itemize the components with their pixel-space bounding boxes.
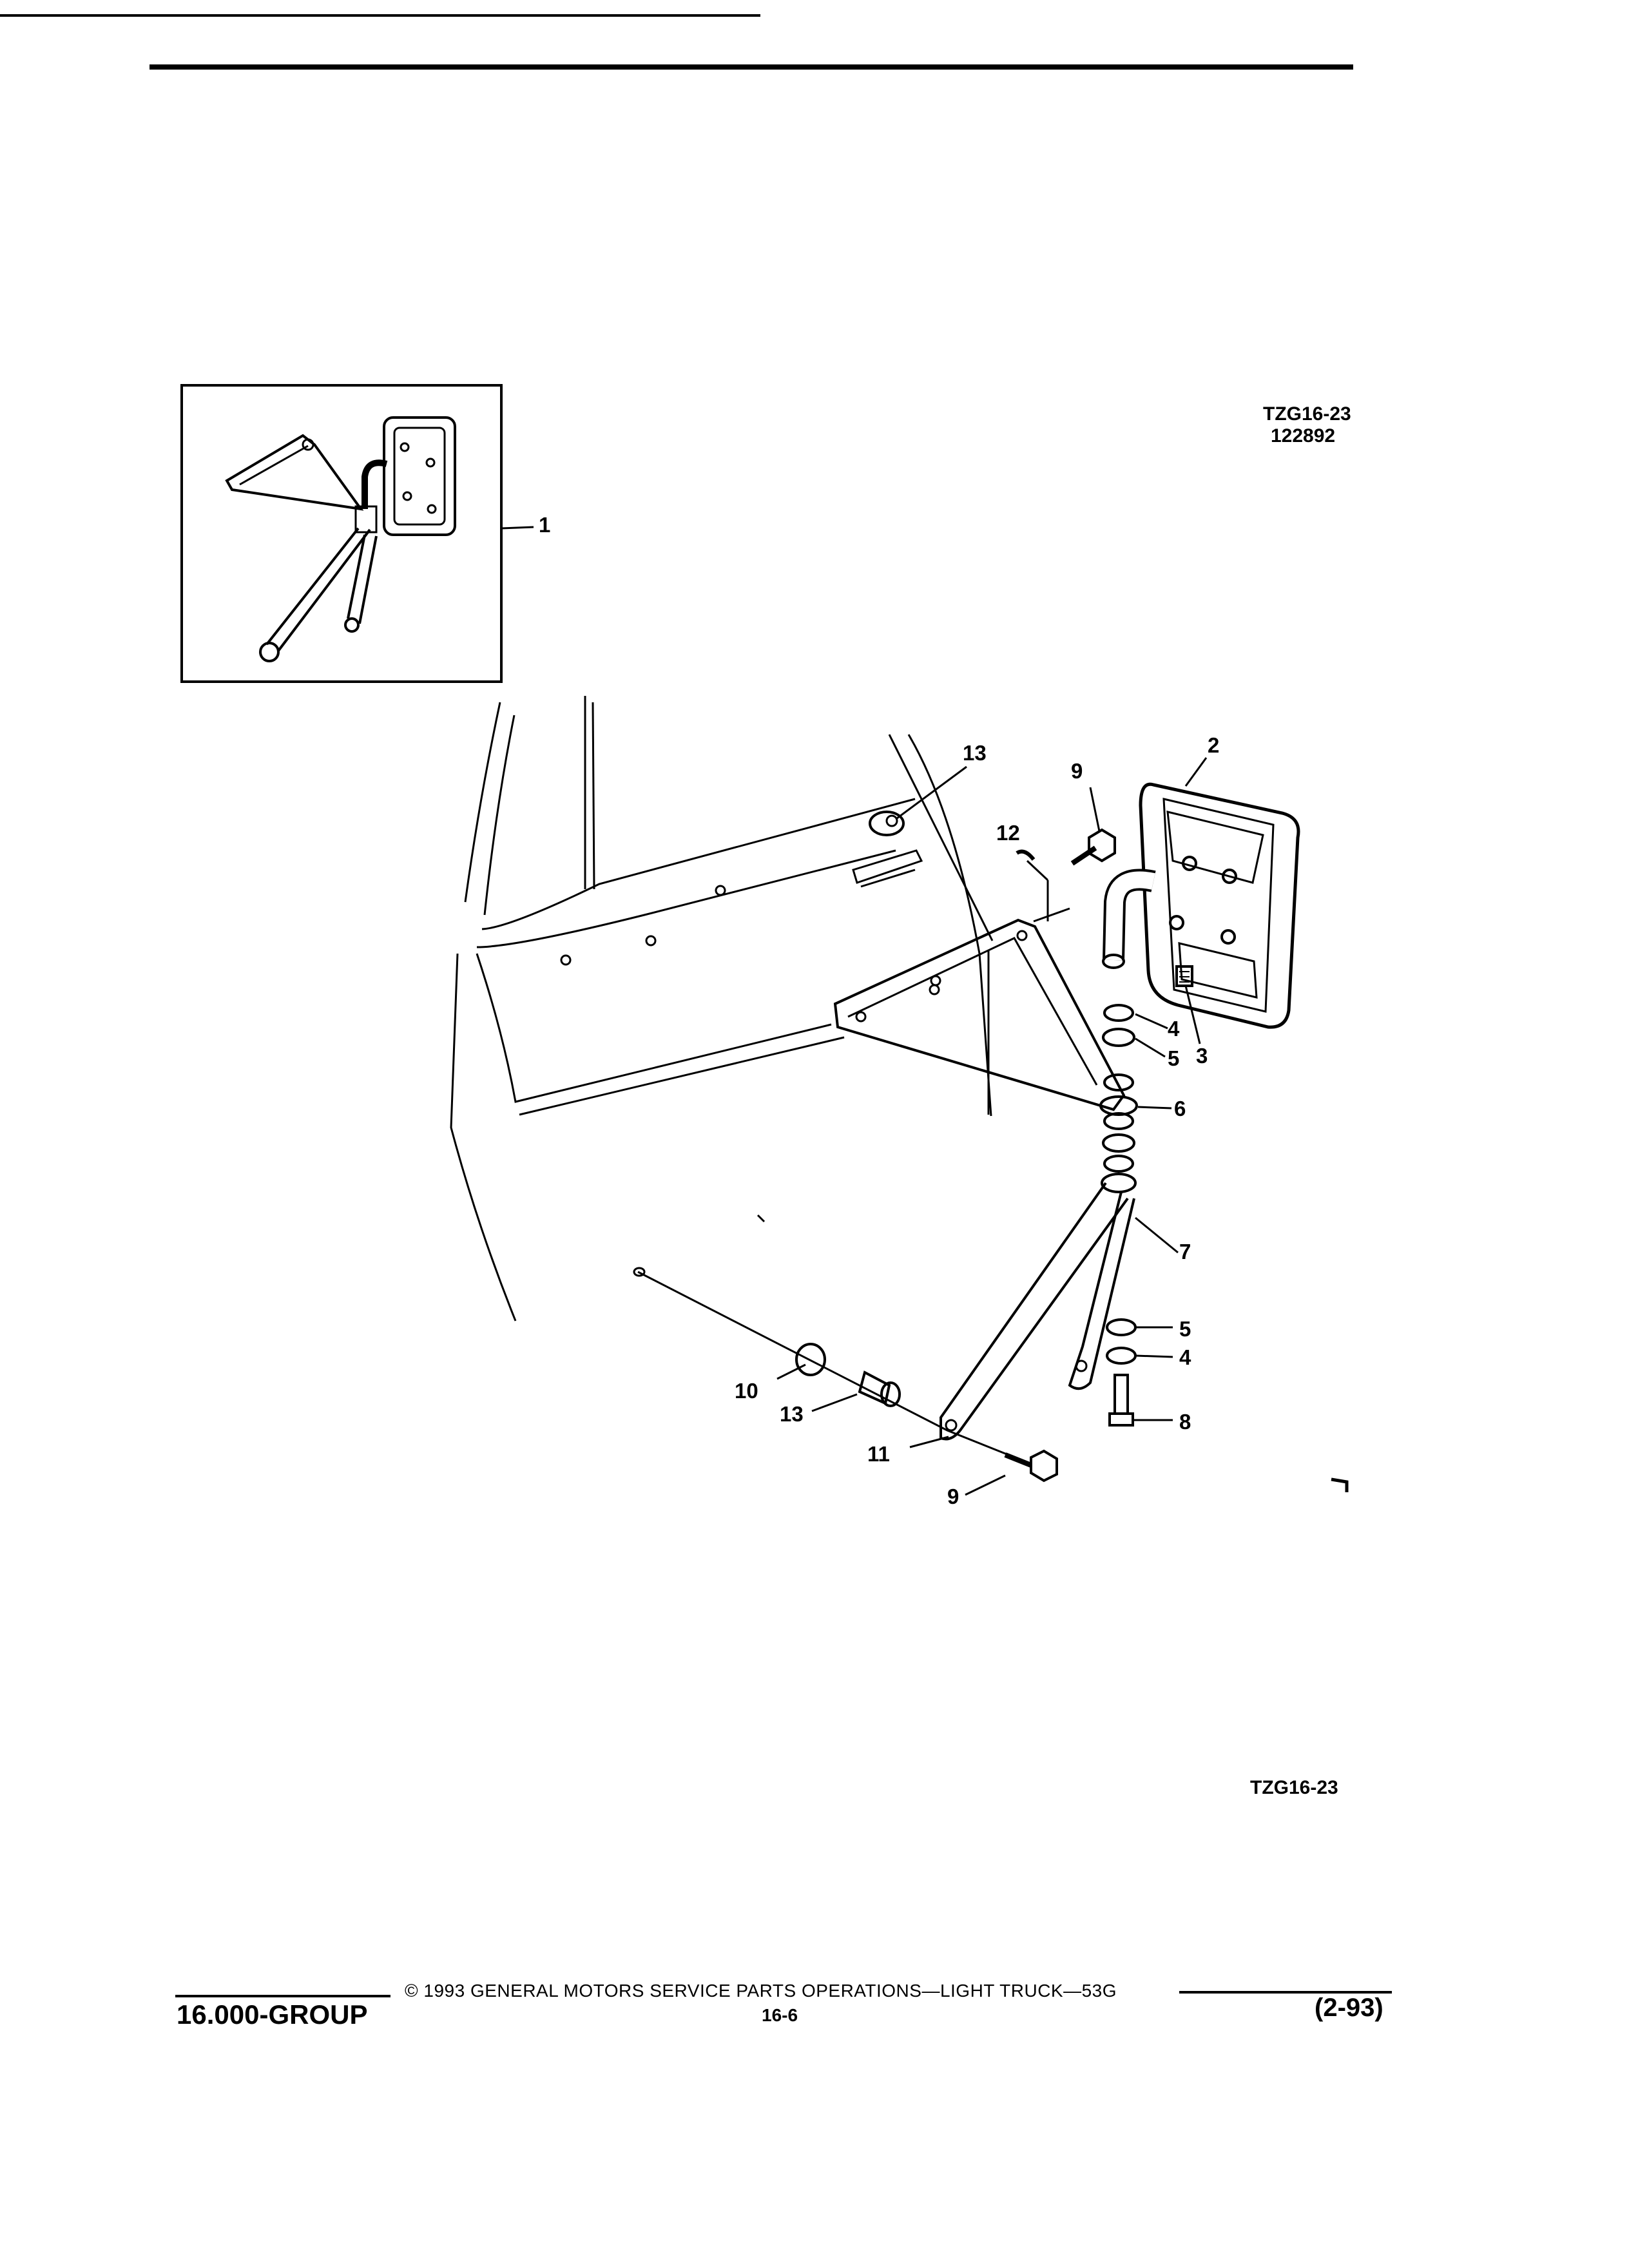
callout-13-lower: 13 bbox=[780, 1402, 804, 1426]
callout-5-upper: 5 bbox=[1168, 1046, 1180, 1070]
callout-6: 6 bbox=[1174, 1097, 1186, 1120]
callout-10: 10 bbox=[735, 1379, 758, 1403]
figure-ref-code: TZG16-23 bbox=[1263, 403, 1351, 425]
callout-1: 1 bbox=[539, 513, 551, 537]
callout-7: 7 bbox=[1179, 1240, 1191, 1264]
callout-leaders bbox=[501, 526, 1208, 1496]
figure-ref-number: 122892 bbox=[1271, 425, 1336, 447]
door-outline bbox=[450, 696, 994, 1321]
footer-rule-right bbox=[1179, 1991, 1392, 1994]
top-scan-rule bbox=[0, 14, 760, 17]
footer-group-label: 16.000-GROUP bbox=[177, 1999, 368, 2030]
callout-4-upper: 4 bbox=[1168, 1017, 1180, 1041]
callout-3: 3 bbox=[1196, 1044, 1208, 1068]
callout-5-lower: 5 bbox=[1179, 1317, 1191, 1341]
callout-11: 11 bbox=[867, 1442, 890, 1466]
figure-bottom-ref-code: TZG16-23 bbox=[1250, 1777, 1338, 1798]
callout-2: 2 bbox=[1208, 733, 1220, 757]
callout-9-lower: 9 bbox=[947, 1485, 959, 1508]
footer-page-number: 16-6 bbox=[762, 2005, 798, 2025]
footer-copyright: © 1993 GENERAL MOTORS SERVICE PARTS OPER… bbox=[405, 1981, 1117, 2001]
callout-8: 8 bbox=[1179, 1410, 1191, 1434]
inset-assembly-view bbox=[180, 384, 503, 683]
footer-date-code: (2-93) bbox=[1315, 1994, 1383, 2022]
header-rule bbox=[149, 64, 1353, 70]
footer-rule-left bbox=[175, 1995, 390, 1997]
callout-4-lower: 4 bbox=[1179, 1345, 1191, 1369]
exploded-parts bbox=[633, 782, 1349, 1492]
callout-12: 12 bbox=[996, 821, 1020, 845]
callout-9-upper: 9 bbox=[1071, 759, 1083, 783]
callout-13-upper: 13 bbox=[963, 741, 987, 765]
